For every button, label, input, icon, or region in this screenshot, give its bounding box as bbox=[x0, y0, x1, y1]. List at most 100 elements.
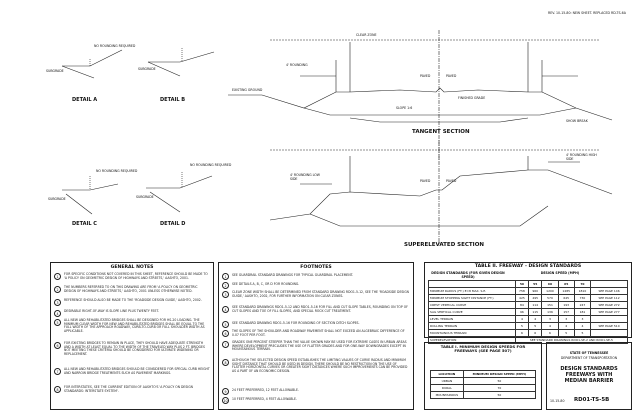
table2-superelevation-ref: SEE STANDARD DRAWINGS RDO1-SE-2 AND RDO1… bbox=[514, 336, 629, 344]
table1-col-speed: MINIMUM DESIGN SPEED (MPH) bbox=[462, 370, 537, 378]
table2-value-cell: 5 bbox=[528, 322, 543, 330]
tangent-title: TANGENT SECTION bbox=[412, 129, 470, 135]
tangent-clear-zone: CLEAR ZONE bbox=[356, 33, 377, 37]
footnote-4: SEE STANDARD DRAWINGS RDO1-5-12 AND RDO1… bbox=[232, 305, 408, 313]
superelevated-section-sketch bbox=[269, 140, 613, 245]
tangent-paved-right: PAVED bbox=[446, 74, 457, 78]
table2-speed-cell: 70 bbox=[573, 280, 592, 288]
detail-b-sketch bbox=[147, 48, 215, 77]
table2-value-cell: 3 bbox=[557, 315, 575, 323]
general-note-number: 8 bbox=[54, 386, 61, 393]
table2-speed-header: DESIGN SPEED (MPH) bbox=[540, 271, 580, 275]
table1-location: URBAN bbox=[430, 377, 464, 385]
footnote-number: 1 bbox=[222, 273, 229, 280]
table2-value-cell: 136 bbox=[541, 308, 559, 316]
table2-value-cell: 1810 bbox=[573, 287, 592, 295]
super-rounding-low: 4' ROUNDING LOW SIDE bbox=[290, 173, 320, 181]
general-note-6: FOR EXISTING BRIDGES TO REMAIN IN PLACE,… bbox=[64, 341, 205, 357]
table2-value-cell: 5 bbox=[557, 329, 575, 337]
detail-c-sketch bbox=[62, 176, 119, 215]
detail-a-subgrade: SUBGRADE bbox=[46, 69, 64, 73]
tangent-section-sketch bbox=[228, 30, 613, 160]
detail-c-subgrade: SUBGRADE bbox=[48, 197, 66, 201]
detail-c-no-rounding: NO ROUNDING REQUIRED bbox=[96, 169, 138, 173]
table2-value-cell: 4 bbox=[528, 315, 543, 323]
detail-b-label: DETAIL B bbox=[160, 97, 186, 103]
table2-corner bbox=[428, 280, 516, 288]
table2-value-cell: 193 bbox=[557, 301, 575, 309]
table2-value-cell: 730 bbox=[573, 294, 592, 302]
title-block-date: 10-15-80 bbox=[550, 399, 565, 403]
general-note-number: 6 bbox=[54, 342, 61, 349]
table2-value-cell: 4 bbox=[557, 322, 575, 330]
general-note-number: 7 bbox=[54, 368, 61, 375]
table-row: MOUNTAINOUS 50 bbox=[430, 391, 537, 399]
table2-value-cell: 3 bbox=[573, 315, 592, 323]
table2-value-cell: 114 bbox=[528, 301, 543, 309]
cross-section-drawings bbox=[61, 30, 613, 245]
tangent-slope: SLOPE 1:6 bbox=[396, 106, 413, 110]
detail-a-sketch bbox=[61, 49, 123, 79]
table2-value-cell: 570 bbox=[541, 294, 559, 302]
footnote-number: 6 bbox=[222, 330, 229, 337]
table2-speed-cell: 50 bbox=[514, 280, 530, 288]
table2-ref-cell: SEE PAGE 272 bbox=[590, 301, 628, 309]
footnote-number: 9 bbox=[222, 388, 229, 395]
general-note-3: REFERENCE SHOULD ALSO BE MADE TO THE 'RO… bbox=[64, 298, 202, 302]
table2-value-cell: 6 bbox=[541, 329, 559, 337]
table2-value-cell: 157 bbox=[557, 308, 575, 316]
table2-value-cell: 4 bbox=[573, 322, 592, 330]
table2-speed-cell: 55 bbox=[528, 280, 543, 288]
table-row: RURAL 70 bbox=[430, 384, 537, 392]
footnote-7: GRADES ONE PERCENT STEEPER THAN THE VALU… bbox=[232, 340, 407, 352]
footnote-3: CLEAR ZONE WIDTH SHALL BE DETERMINED FRO… bbox=[232, 290, 409, 298]
table2-speed-cell: 60 bbox=[541, 280, 559, 288]
table2-ref-cell bbox=[590, 329, 628, 337]
tangent-finished-grade: FINISHED GRADE bbox=[458, 96, 486, 100]
title-block-drawing: RD01-TS-5B bbox=[574, 397, 610, 403]
table2-row-label: SAG VERTICAL CURVE bbox=[428, 308, 516, 316]
table1-location: MOUNTAINOUS bbox=[430, 391, 464, 399]
table2-value-cell: 758 bbox=[514, 287, 530, 295]
detail-d-label: DETAIL D bbox=[160, 221, 186, 227]
general-note-number: 5 bbox=[54, 319, 61, 326]
general-note-5: ALL NEW AND REHABILITATED BRIDGES SHALL … bbox=[64, 318, 205, 334]
super-rounding-high: 4' ROUNDING HIGH SIDE bbox=[566, 153, 597, 161]
general-note-number: 1 bbox=[54, 273, 61, 280]
table2-value-cell: 84 bbox=[514, 301, 530, 309]
revision-note: REV. 10-15-80: NEW SHEET. REPLACED RD-TS… bbox=[548, 11, 626, 15]
table2-value-cell: 1485 bbox=[557, 287, 575, 295]
table2-row-label: CREST VERTICAL CURVE bbox=[428, 301, 516, 309]
table2-value-cell: 495 bbox=[528, 294, 543, 302]
table2-value-cell: 247 bbox=[573, 301, 592, 309]
tangent-show-break: SHOW BREAK bbox=[566, 119, 588, 123]
table1-speed: 50 bbox=[462, 377, 537, 385]
table2-ref-cell: SEE PAGE 277 bbox=[590, 308, 628, 316]
table2-value-cell: 4 bbox=[514, 315, 530, 323]
table2-value-cell: 3 bbox=[541, 315, 559, 323]
footnote-5: SEE STANDARD DRAWING RDO1-5-16 FOR ROUND… bbox=[232, 321, 360, 325]
tangent-rounding: 4' ROUNDING bbox=[286, 63, 308, 67]
superelevated-title: SUPERELEVATED SECTION bbox=[404, 242, 485, 248]
table2-row-label: MINIMUM STOPPING SIGHT DISTANCE (FT.) bbox=[428, 294, 516, 302]
table2-value-cell: 6 bbox=[528, 329, 543, 337]
super-paved-left: PAVED bbox=[420, 179, 431, 183]
table2-ref-cell bbox=[590, 315, 628, 323]
table2-ref-header bbox=[590, 280, 628, 288]
table2-value-cell: 6 bbox=[514, 329, 530, 337]
table1-grid: LOCATION MINIMUM DESIGN SPEED (MPH) URBA… bbox=[430, 370, 537, 399]
footnote-1: SEE GUARDRAIL STANDARD DRAWINGS FOR TYPI… bbox=[232, 273, 354, 277]
general-notes-title: GENERAL NOTES bbox=[110, 265, 154, 270]
footnote-2: SEE DETAILS A, B, C, OR D FOR ROUNDING. bbox=[232, 282, 300, 286]
footnote-number: 5 bbox=[222, 321, 229, 328]
detail-d-subgrade: SUBGRADE bbox=[136, 195, 154, 199]
table2-value-cell: 5 bbox=[573, 329, 592, 337]
footnote-9: 24 FEET PREFERRED, 12 FEET ALLOWABLE. bbox=[232, 388, 299, 392]
footnote-number: 10 bbox=[222, 397, 229, 404]
